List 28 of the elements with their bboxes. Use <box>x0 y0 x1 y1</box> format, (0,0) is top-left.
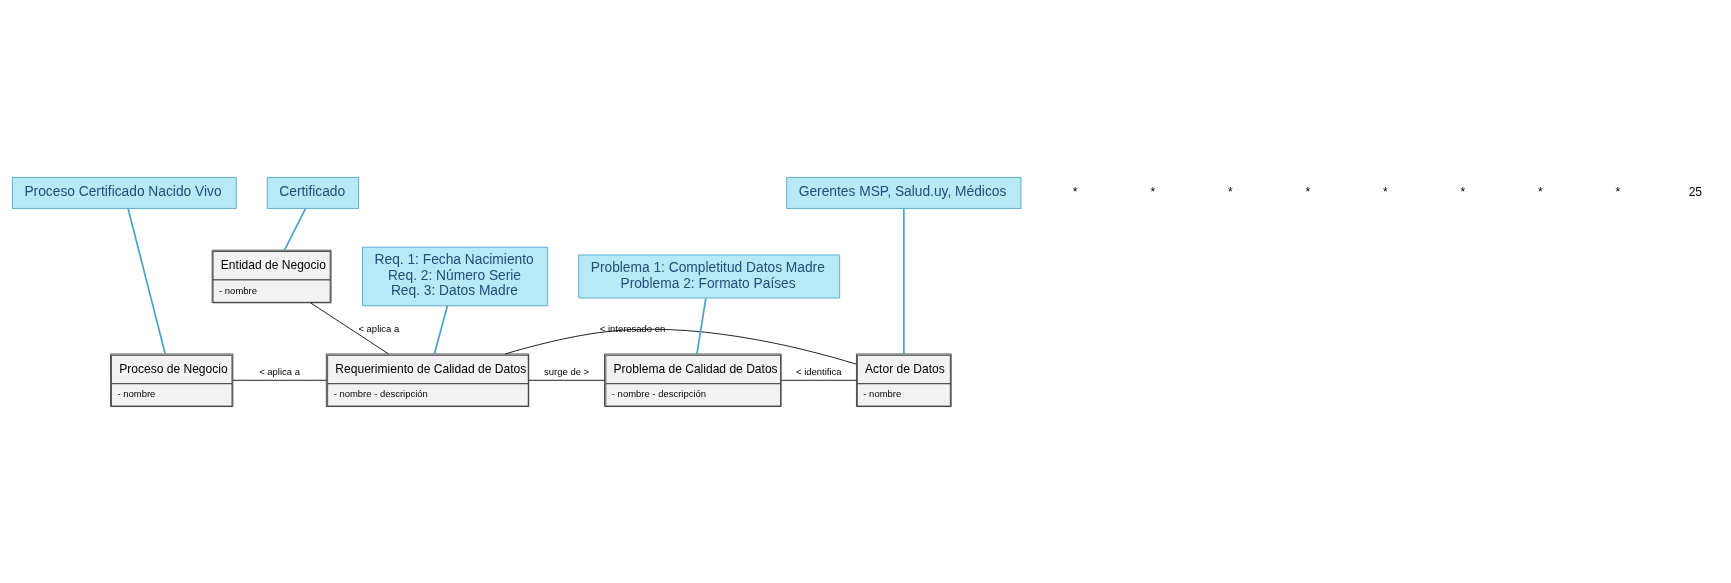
edge-label: < aplica a <box>358 322 400 334</box>
label: * <box>1072 184 1078 199</box>
connector <box>283 207 307 251</box>
node-box: Proceso Certificado Nacido Vivo <box>11 176 237 209</box>
label: * <box>1227 184 1233 199</box>
connector <box>127 207 166 355</box>
connector <box>902 207 905 355</box>
connector <box>780 379 857 381</box>
label: * <box>1382 184 1388 199</box>
edge-label: < aplica a <box>259 365 300 377</box>
edge-label: < identifica <box>796 365 842 377</box>
node-box: Gerentes MSP, Salud.uy, Médicos <box>786 176 1022 209</box>
connector <box>310 301 389 354</box>
connector <box>504 328 857 365</box>
connector <box>433 304 449 355</box>
label: * <box>1615 184 1621 199</box>
connector <box>696 296 707 355</box>
node-box: Problema 1: Completitud Datos Madre Problema 2: Formato Países <box>578 254 841 298</box>
node-box: Req. 1: Fecha Nacimiento Req. 2: Número Serie Req. 3: Datos Madre <box>362 246 549 306</box>
edge-label: surge de > <box>544 365 590 377</box>
label: 25 <box>1688 184 1703 199</box>
connector <box>528 379 605 381</box>
label: * <box>1150 184 1156 199</box>
node-box: Certificado <box>266 176 360 209</box>
connector <box>232 379 327 381</box>
label: * <box>1537 184 1543 199</box>
label: * <box>1460 184 1466 199</box>
label: * <box>1305 184 1311 199</box>
